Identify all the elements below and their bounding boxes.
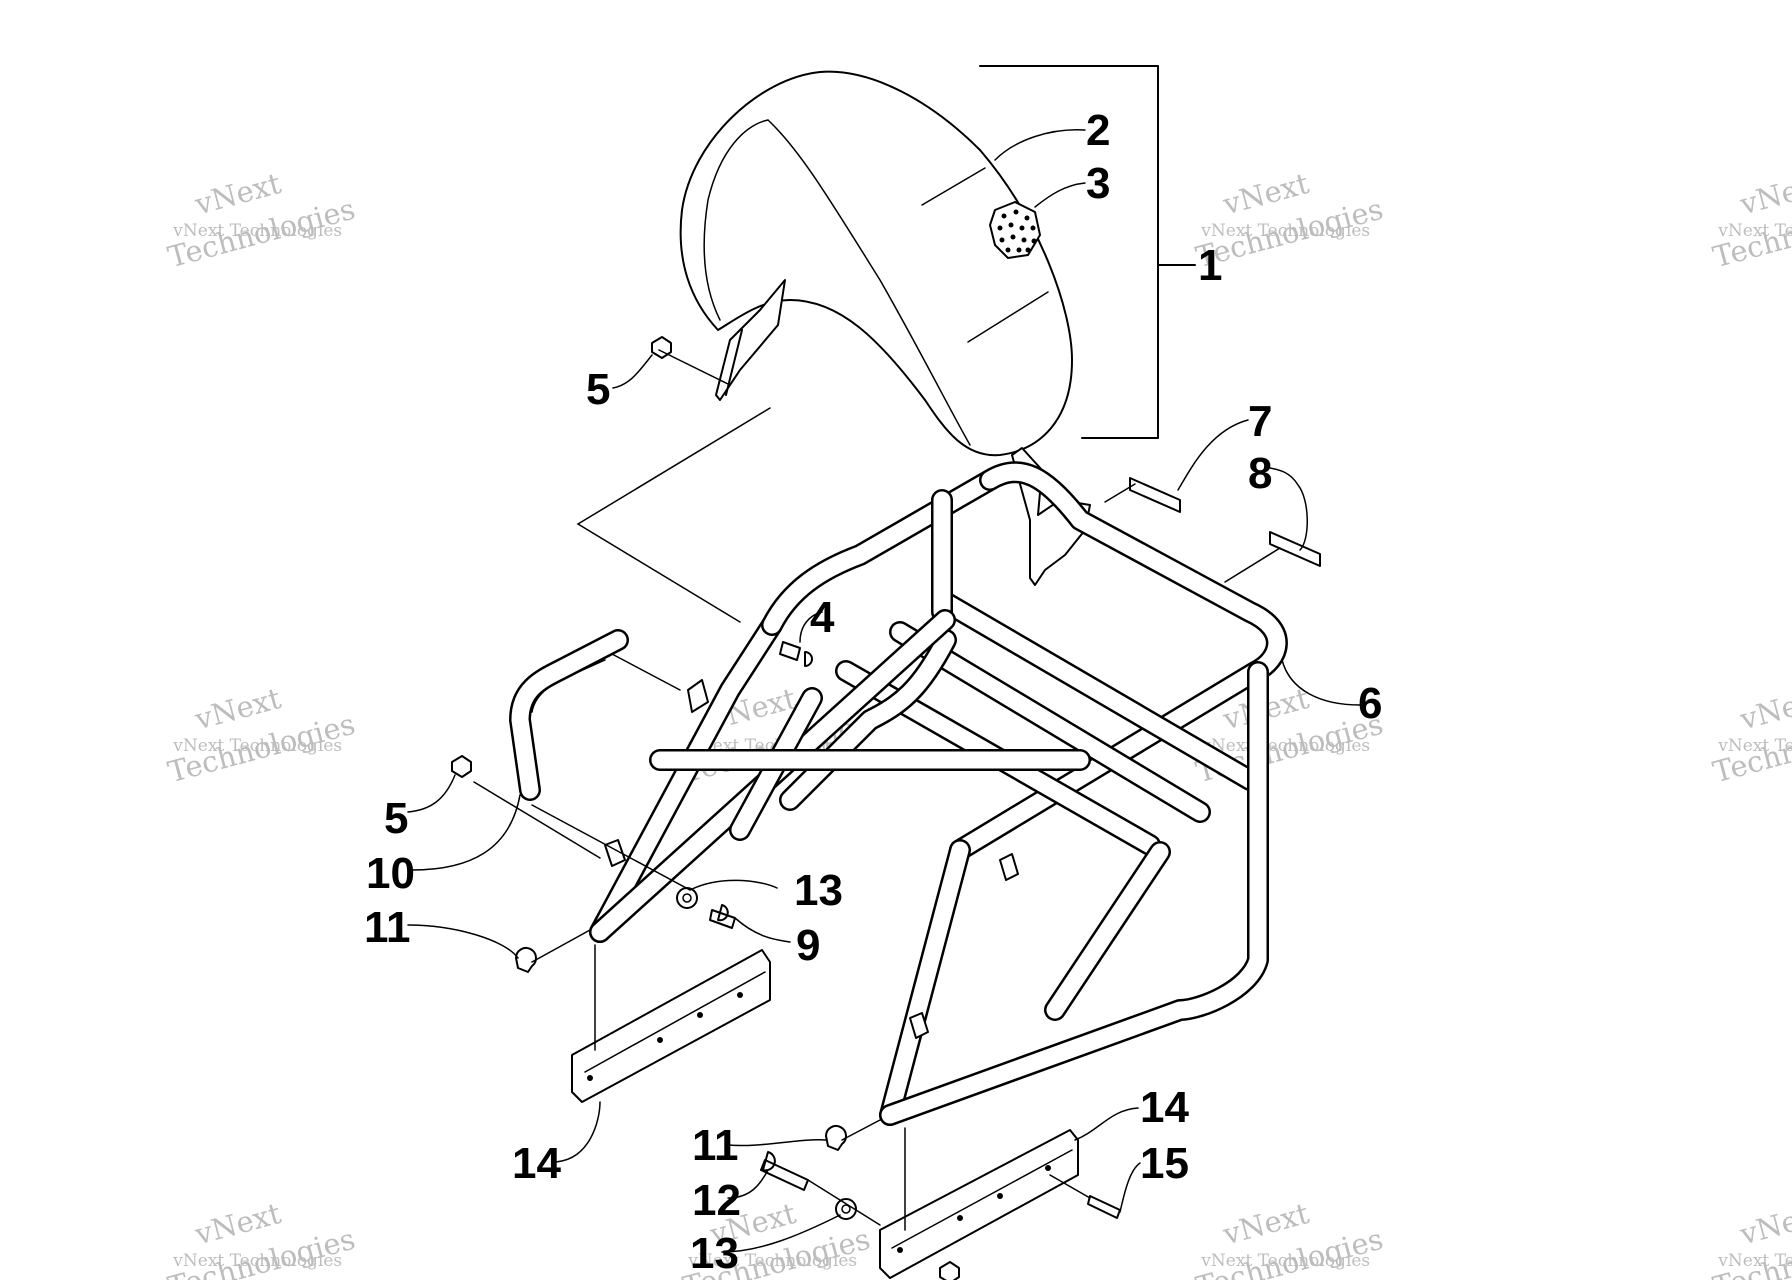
svg-text:vNext Technologies: vNext Technologies [172, 736, 342, 756]
callout-4: 4 [810, 593, 835, 642]
callout-1: 1 [1198, 241, 1222, 290]
callout-13: 13 [690, 1229, 739, 1278]
callout-11: 11 [364, 903, 411, 952]
callout-5: 5 [384, 794, 408, 843]
watermark: vNext vNext Technologies Technologies [164, 166, 358, 274]
svg-text:vNext Technologies: vNext Technologies [1200, 221, 1370, 241]
assembly-bracket [979, 65, 1159, 439]
watermark: vNext vNext Technologies Technologies [1709, 166, 1792, 274]
decal-7 [1129, 477, 1181, 513]
callout-7: 7 [1248, 397, 1272, 446]
svg-text:vNext Technologies: vNext Technologies [1717, 1251, 1792, 1271]
callout-14: 14 [1140, 1083, 1189, 1132]
svg-text:vNext Technologies: vNext Technologies [1717, 221, 1792, 241]
watermark: vNext vNext Technologies Technologies [164, 1196, 358, 1280]
leader-lines [407, 129, 1361, 1253]
svg-text:vNext: vNext [1736, 1196, 1792, 1252]
hardware [451, 336, 1121, 1280]
washer [835, 1198, 857, 1220]
callout-10: 10 [366, 849, 415, 898]
callouts: 1 2 3 4 5 5 6 7 8 9 10 11 11 12 13 13 14… [364, 106, 1382, 1278]
callout-8: 8 [1248, 449, 1272, 498]
side-handle [509, 629, 629, 801]
bolt [760, 1151, 809, 1191]
callout-6: 6 [1358, 679, 1382, 728]
svg-text:vNext Technologies: vNext Technologies [1200, 736, 1370, 756]
watermark: vNext vNext Technologies Technologies [1192, 1196, 1386, 1280]
decal-patch [989, 201, 1041, 259]
svg-text:vNext Technologies: vNext Technologies [1717, 736, 1792, 756]
washer [676, 887, 698, 909]
watermark: vNext vNext Technologies Technologies [679, 1196, 873, 1280]
bolt [709, 904, 736, 929]
rivet [1087, 1195, 1121, 1219]
svg-text:vNext Technologies: vNext Technologies [687, 1251, 857, 1271]
callout-9: 9 [796, 921, 820, 970]
svg-text:vNext Technologies: vNext Technologies [172, 221, 342, 241]
svg-text:vNext: vNext [1736, 166, 1792, 222]
callout-5: 5 [586, 365, 610, 414]
callout-14: 14 [512, 1139, 561, 1188]
svg-text:vNext Technologies: vNext Technologies [172, 1251, 342, 1271]
svg-text:vNext Technologies: vNext Technologies [1200, 1251, 1370, 1271]
backrest-pad [679, 70, 1073, 457]
nut [939, 1261, 960, 1280]
mounting-rail-right [879, 1129, 1079, 1279]
svg-text:vNext: vNext [1736, 681, 1792, 737]
cap [515, 947, 537, 973]
nut [451, 755, 472, 778]
rack-frame [589, 461, 1288, 1126]
bolt [779, 641, 813, 667]
cap [825, 1125, 847, 1151]
callout-3: 3 [1086, 159, 1110, 208]
watermark: vNext vNext Technologies Technologies [164, 681, 358, 789]
callout-13: 13 [794, 866, 843, 915]
callout-12: 12 [692, 1176, 741, 1225]
mounting-rail-left [571, 949, 771, 1103]
watermark: vNext vNext Technologies Technologies [1709, 681, 1792, 789]
callout-2: 2 [1086, 106, 1110, 155]
callout-11: 11 [692, 1121, 739, 1170]
callout-15: 15 [1140, 1139, 1189, 1188]
watermark: vNext vNext Technologies Technologies [1709, 1196, 1792, 1280]
